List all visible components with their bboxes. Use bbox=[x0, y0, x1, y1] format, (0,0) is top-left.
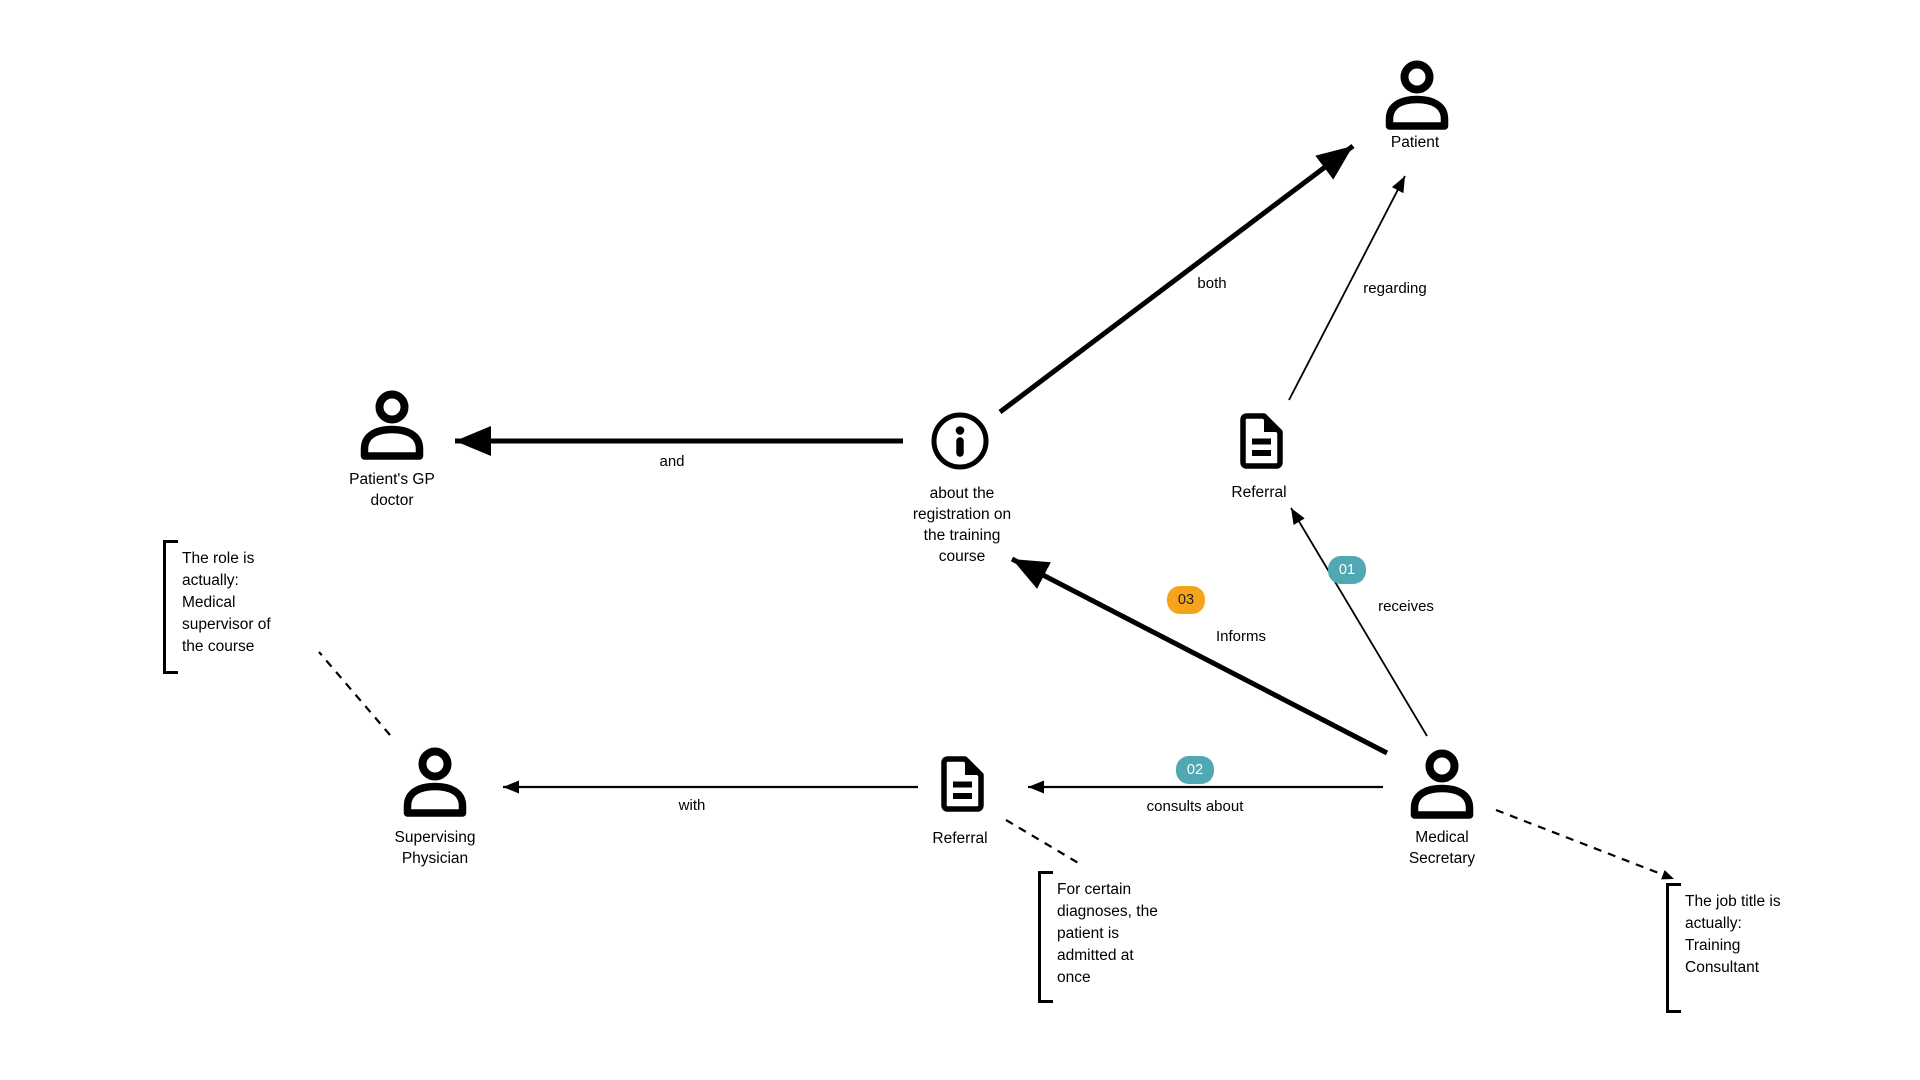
edge-label-informs: Informs bbox=[1215, 628, 1267, 645]
dashed-connector-job-title-note bbox=[1495, 808, 1675, 881]
edge-label-and: and bbox=[659, 453, 685, 470]
annotation-job-title-note: The job title is actually: Training Cons… bbox=[1666, 883, 1781, 1013]
edge-label-regarding: regarding bbox=[1363, 280, 1427, 297]
person-icon bbox=[1410, 749, 1474, 819]
arrow-receives bbox=[1290, 507, 1428, 737]
person-icon bbox=[360, 390, 424, 460]
person-icon bbox=[403, 747, 467, 817]
arrow-regarding bbox=[1288, 175, 1406, 401]
node-label-info: about the registration on the training c… bbox=[912, 485, 1012, 565]
node-label-medical-secretary: Medical Secretary bbox=[1408, 829, 1476, 867]
node-label-referral-bottom: Referral bbox=[932, 830, 988, 847]
edge-label-with: with bbox=[678, 797, 706, 814]
arrow-both bbox=[998, 144, 1355, 414]
node-label-gp-doctor: Patient's GP doctor bbox=[349, 471, 435, 509]
edge-label-consults-about: consults about bbox=[1146, 798, 1244, 815]
annotation-text: The role is actually: Medical supervisor… bbox=[182, 550, 271, 655]
edge-label-receives: receives bbox=[1378, 598, 1434, 615]
annotation-diagnosis-note: For certain diagnoses, the patient is ad… bbox=[1038, 871, 1158, 1003]
sequence-badge-03: 03 bbox=[1167, 586, 1205, 614]
arrow-informs bbox=[1010, 556, 1389, 756]
node-label-supervising-physician: Supervising Physician bbox=[394, 829, 476, 867]
dashed-connector-diagnosis-note bbox=[1005, 819, 1081, 865]
dashed-connector-role-note bbox=[318, 651, 391, 736]
person-icon bbox=[1385, 60, 1449, 130]
annotation-bracket bbox=[1038, 871, 1053, 1003]
document-icon bbox=[1240, 413, 1283, 469]
node-label-referral-top: Referral bbox=[1231, 484, 1287, 501]
annotation-bracket bbox=[163, 540, 178, 674]
annotation-text: For certain diagnoses, the patient is ad… bbox=[1057, 881, 1158, 986]
edge-label-both: both bbox=[1197, 275, 1227, 292]
annotation-text: The job title is actually: Training Cons… bbox=[1685, 893, 1781, 976]
info-icon bbox=[931, 412, 989, 470]
annotation-role-note: The role is actually: Medical supervisor… bbox=[163, 540, 271, 674]
annotation-bracket bbox=[1666, 883, 1681, 1013]
sequence-badge-01: 01 bbox=[1328, 556, 1366, 584]
document-icon bbox=[941, 756, 984, 812]
sequence-badge-02: 02 bbox=[1176, 756, 1214, 784]
node-label-patient: Patient bbox=[1390, 134, 1440, 151]
